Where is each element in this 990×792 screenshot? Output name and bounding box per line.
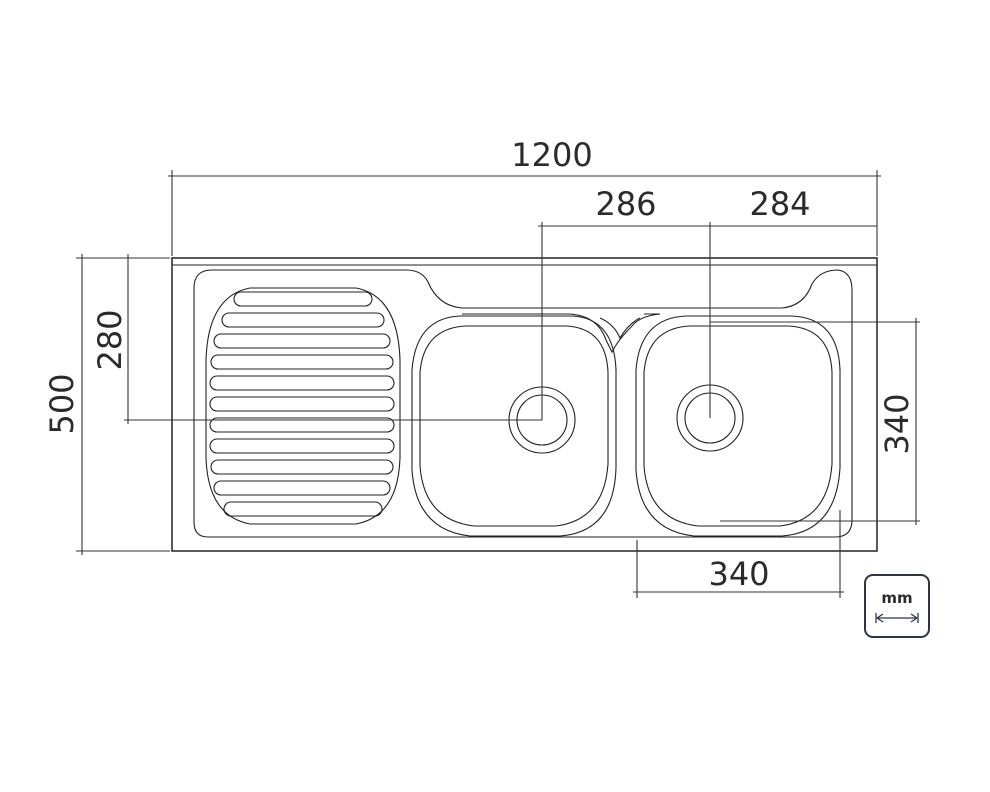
unit-label: mm [881,589,912,607]
drain-offset-left-label: 286 [595,185,656,223]
bowl-depth-label: 340 [878,393,916,454]
bowl-width-label: 340 [708,555,769,593]
drain-offset-right-label: 284 [749,185,810,223]
dimension-bowl-width: 340 [633,510,844,598]
dimension-overall-depth: 500 [43,254,170,555]
dimension-drain-offsets: 286 284 [538,185,877,420]
unit-badge: mm [864,574,930,638]
drainer-ribs [209,291,395,517]
right-bowl [635,315,841,537]
dimension-bowl-depth: 340 [710,318,920,525]
dimension-overall-width: 1200 [168,136,881,256]
double-arrow-icon [875,613,919,623]
left-bowl [411,313,661,537]
dimension-drain-from-top: 280 [91,254,542,424]
sink-outline [171,257,878,552]
bowl-divider [599,317,641,340]
overall-depth-label: 500 [43,373,81,434]
overall-width-label: 1200 [511,136,592,174]
drain-from-top-label: 280 [91,309,129,370]
